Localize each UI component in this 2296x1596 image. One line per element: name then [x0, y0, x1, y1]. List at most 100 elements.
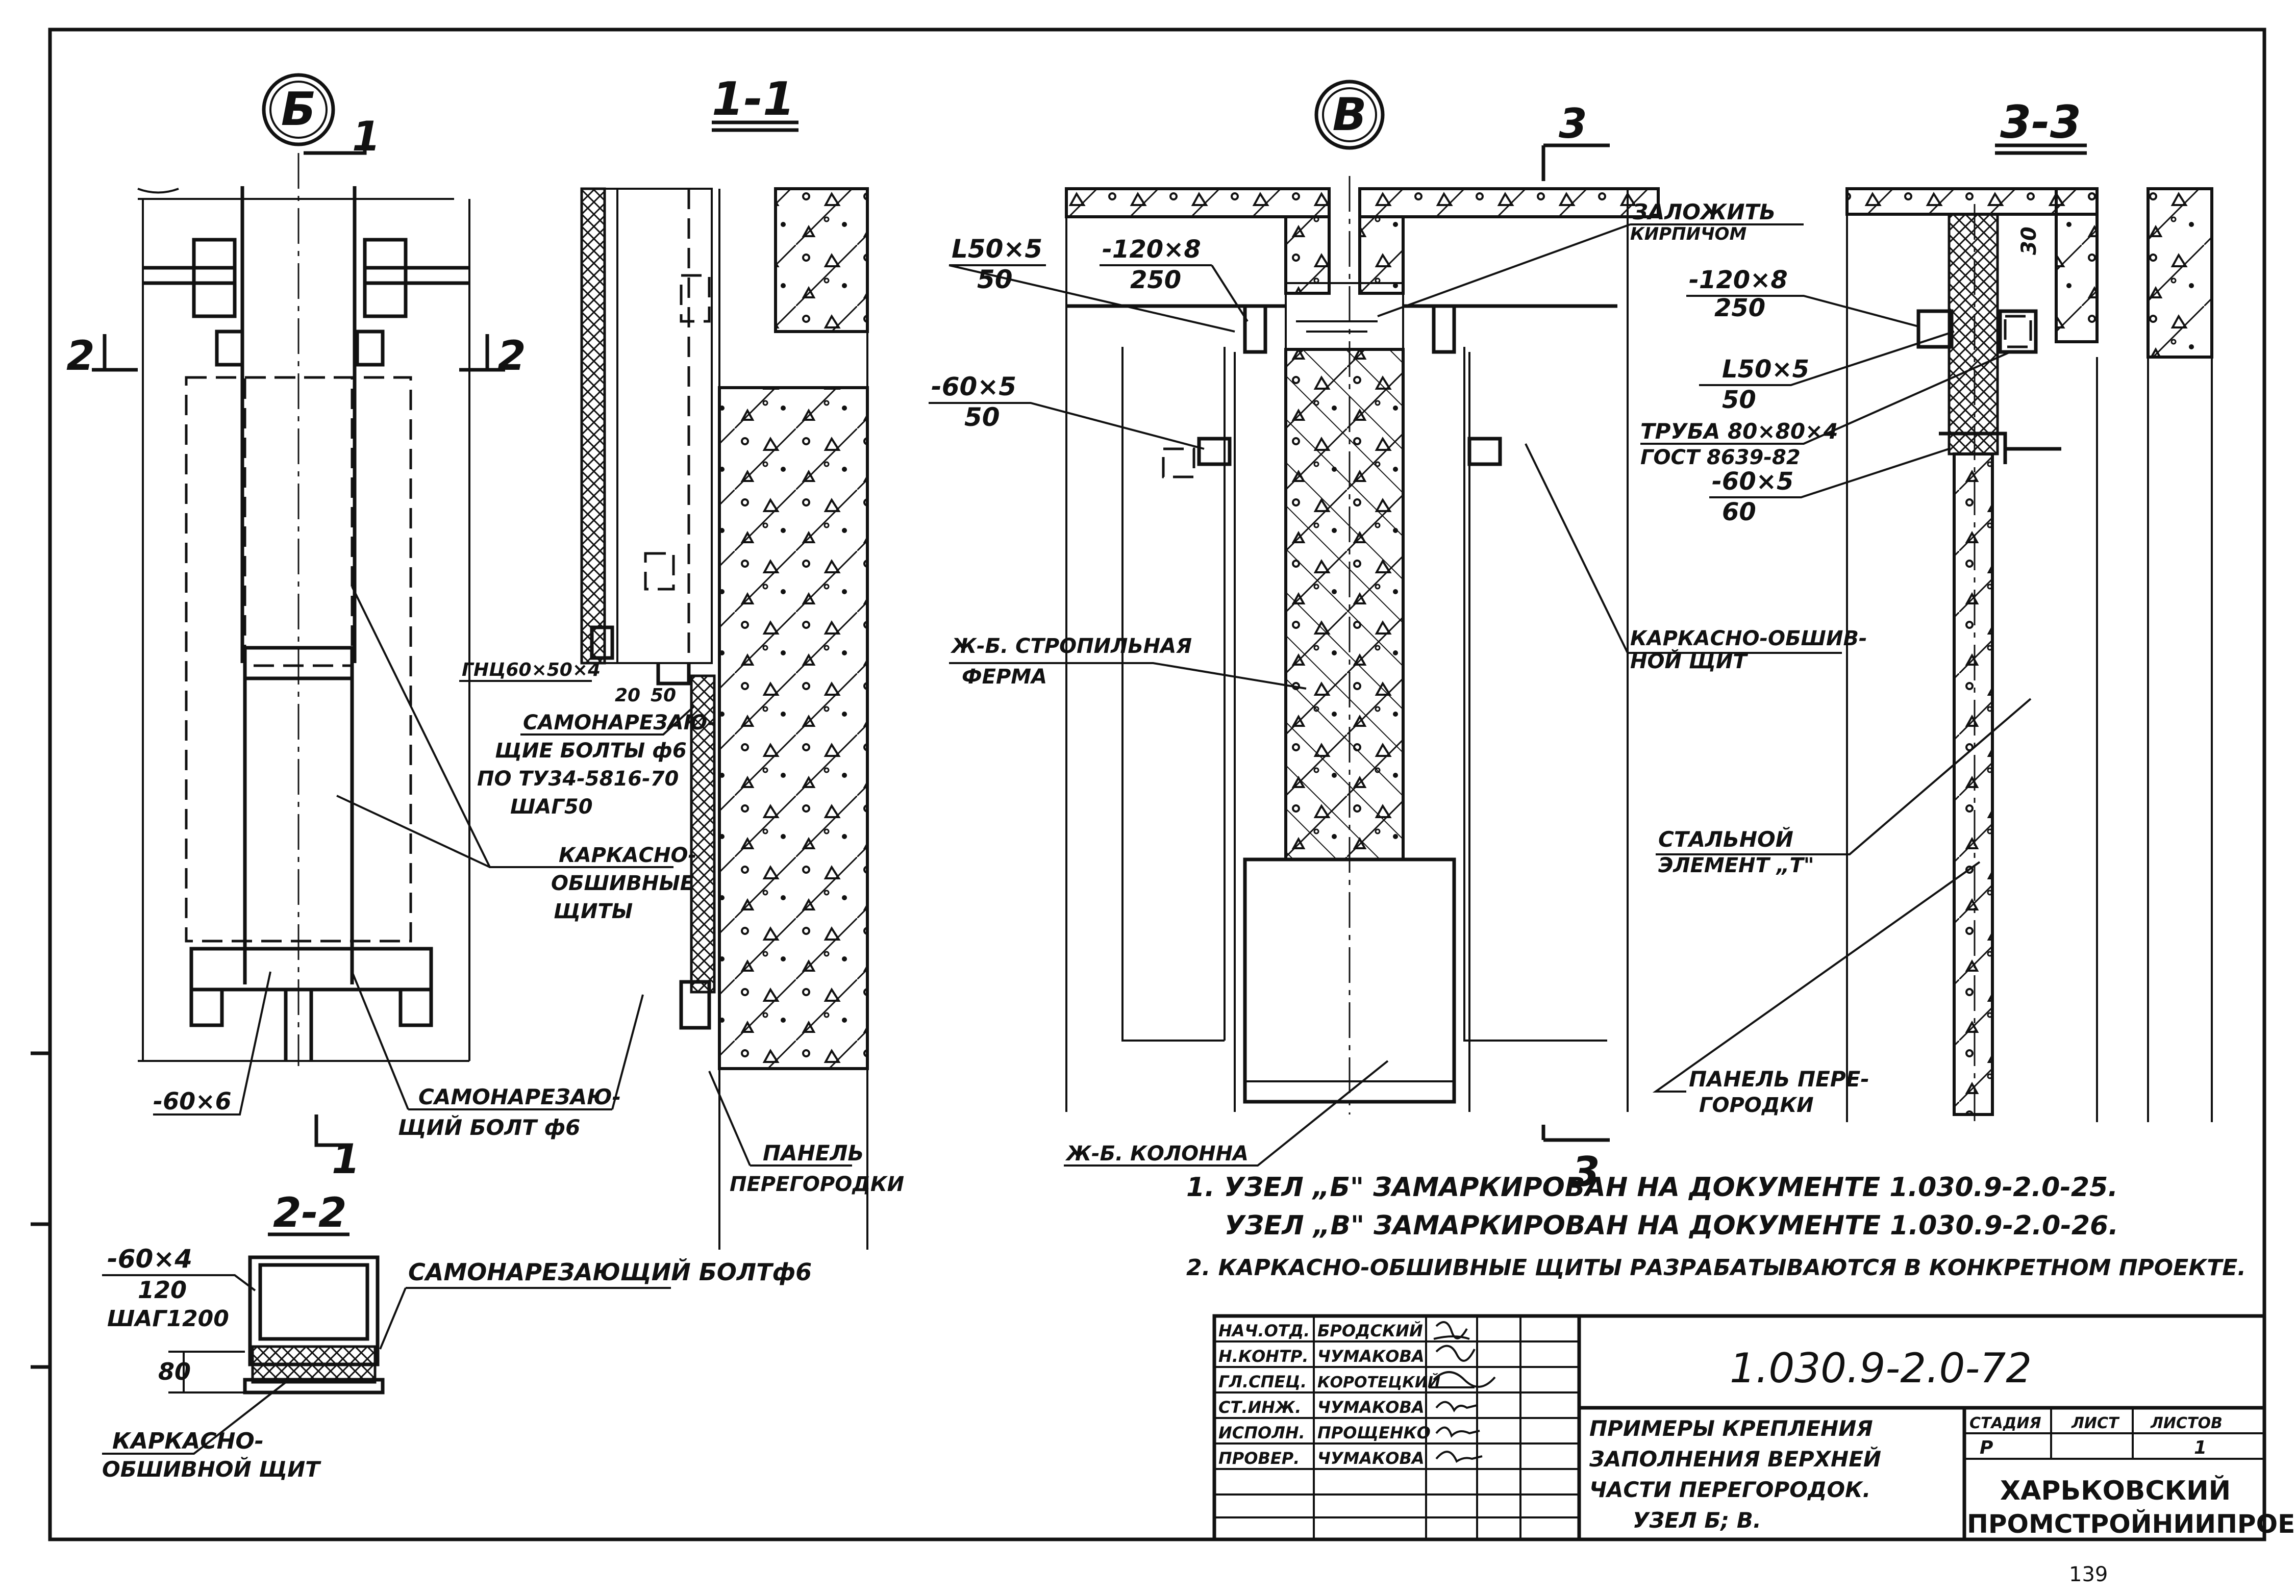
shield-22-label-line2: ОБШИВНОЙ ЩИТ — [102, 1456, 321, 1482]
dim-80-label: 80 — [158, 1358, 191, 1385]
signature-1 — [1433, 1321, 1470, 1340]
panel-33-label-line2: ГОРОДКИ — [1699, 1094, 1814, 1117]
truss-label-line2: ФЕРМА — [962, 665, 1047, 689]
panel-33-label-line1: ПАНЕЛЬ ПЕРЕ- — [1689, 1067, 1869, 1092]
angle-l50-label: L50×5 — [952, 234, 1042, 264]
cut-2-left-label: 2 — [66, 332, 95, 379]
tube-label-line2: ГОСТ 8639-82 — [1640, 446, 1801, 469]
stage-header: СТАДИЯ — [1969, 1414, 2041, 1432]
brick-label-line1: ЗАЛОЖИТЬ — [1632, 199, 1776, 224]
plate-60x4-label: -60×4 — [107, 1244, 192, 1274]
plate-60x5-label: -60×5 — [931, 372, 1016, 401]
org-name-line-1: ХАРЬКОВСКИЙ — [2000, 1475, 2231, 1506]
page-number: 139 — [2069, 1563, 2108, 1586]
node-b-labels: ГНЦ60×50×4 20 50 САМОНАРЕЗАЮ- ЩИЕ БОЛТЫ … — [153, 586, 904, 1196]
signature-4 — [1435, 1401, 1478, 1412]
plate-120x8-33-len-label: 250 — [1714, 294, 1765, 322]
sheets-value: 1 — [2194, 1437, 2207, 1458]
node-v-elevation: В 3 3 — [1065, 80, 1660, 1196]
general-notes: 1. УЗЕЛ „Б" ЗАМАРКИРОВАН НА ДОКУМЕНТЕ 1.… — [1186, 1172, 2246, 1281]
staff-name-3: КОРОТЕЦКИЙ — [1317, 1373, 1440, 1391]
angle-len-label: 50 — [977, 265, 1013, 294]
plate-60x6-label: -60×6 — [153, 1087, 232, 1115]
bolts-label-line3: ПО ТУ34-5816-70 — [477, 767, 679, 791]
node-b-marker: Б — [281, 83, 316, 136]
panel-label-line2: ПЕРЕГОРОДКИ — [730, 1173, 904, 1196]
title-line-4: УЗЕЛ Б; В. — [1633, 1508, 1761, 1533]
staff-role-3: ГЛ.СПЕЦ. — [1218, 1372, 1307, 1391]
cut-3-bottom-label: 3 — [1571, 1148, 1600, 1196]
sheet-frame — [31, 28, 2266, 1541]
staff-name-2: ЧУМАКОВА — [1317, 1347, 1425, 1366]
shields-label-line3: ЩИТЫ — [554, 900, 633, 923]
plate-60x5-len-label: 50 — [964, 402, 1000, 432]
plate-120x8-33-label: -120×8 — [1689, 266, 1788, 294]
panel-label-line1: ПАНЕЛЬ — [763, 1141, 864, 1166]
staff-name-4: ЧУМАКОВА — [1317, 1398, 1425, 1417]
plate-120x8-label: -120×8 — [1102, 235, 1201, 264]
title-line-2: ЗАПОЛНЕНИЯ ВЕРХНЕЙ — [1589, 1446, 1881, 1472]
dim-50-label: 50 — [651, 685, 676, 706]
gnu-profile-label: ГНЦ60×50×4 — [462, 660, 601, 680]
shields-label-line1: КАРКАСНО- — [559, 844, 696, 867]
title-line-3: ЧАСТИ ПЕРЕГОРОДОК. — [1589, 1477, 1870, 1502]
cut-3-top-label: 3 — [1559, 100, 1587, 147]
section-3-3-labels: -120×8 250 L50×5 50 ТРУБА 80×80×4 ГОСТ 8… — [1640, 266, 2032, 1117]
brick-label-line2: КИРПИЧОМ — [1630, 224, 1746, 244]
org-name-line-2: ПРОМСТРОЙНИИПРОЕКТ — [1967, 1509, 2296, 1539]
bolts-label-line1: САМОНАРЕЗАЮ- — [523, 711, 716, 734]
sheet-header: ЛИСТ — [2071, 1414, 2120, 1432]
node-v-labels: L50×5 50 -120×8 250 ЗАЛОЖИТЬ КИРПИЧОМ -6… — [929, 199, 1867, 1167]
signature-5 — [1435, 1426, 1480, 1438]
steel-element-label-line2: ЭЛЕМЕНТ „Т" — [1658, 854, 1814, 877]
title-line-1: ПРИМЕРЫ КРЕПЛЕНИЯ — [1589, 1416, 1873, 1441]
staff-role-1: НАЧ.ОТД. — [1218, 1321, 1310, 1340]
staff-role-2: Н.КОНТР. — [1218, 1347, 1309, 1366]
note-2: 2. КАРКАСНО-ОБШИВНЫЕ ЩИТЫ РАЗРАБАТЫВАЮТС… — [1186, 1255, 2246, 1281]
bolt-label-line2: ЩИЙ БОЛТ ф6 — [398, 1114, 580, 1140]
note-1: 1. УЗЕЛ „Б" ЗАМАРКИРОВАН НА ДОКУМЕНТЕ 1.… — [1186, 1172, 2118, 1203]
staff-role-6: ПРОВЕР. — [1218, 1449, 1300, 1468]
shields-label-line2: ОБШИВНЫЕ — [551, 872, 694, 895]
steel-element-label-line1: СТАЛЬНОЙ — [1658, 826, 1793, 852]
dim-20-label: 20 — [615, 685, 640, 706]
section-1-1-title: 1-1 — [712, 72, 795, 126]
plate-120x8-len-label: 250 — [1130, 266, 1181, 294]
doc-number: 1.030.9-2.0-72 — [1730, 1345, 2032, 1392]
plate-60x5-33-len-label: 60 — [1722, 498, 1756, 526]
cut-2-right-label: 2 — [497, 332, 526, 379]
signature-3 — [1429, 1371, 1496, 1388]
sheets-header: ЛИСТОВ — [2150, 1414, 2223, 1432]
column-label: Ж-Б. КОЛОННА — [1065, 1142, 1249, 1166]
plate-len-120-label: 120 — [138, 1276, 187, 1304]
staff-name-1: БРОДСКИЙ — [1317, 1321, 1423, 1340]
cut-1-top-label: 1 — [352, 113, 381, 160]
shield-22-label-line1: КАРКАСНО- — [112, 1428, 264, 1454]
tube-label-line1: ТРУБА 80×80×4 — [1640, 419, 1838, 444]
plate-60x5-33-label: -60×5 — [1712, 467, 1793, 496]
bolt-22-label: САМОНАРЕЗАЮЩИЙ БОЛТф6 — [408, 1258, 812, 1286]
node-v-marker: В — [1332, 88, 1366, 141]
angle-l50-33-label: L50×5 — [1722, 355, 1809, 384]
signature-2 — [1435, 1345, 1476, 1362]
section-3-3-title: 3-3 — [2000, 96, 2081, 148]
staff-name-5: ПРОЩЕНКО — [1317, 1423, 1431, 1442]
bolt-label-line1: САМОНАРЕЗАЮ- — [418, 1084, 621, 1109]
staff-role-5: ИСПОЛН. — [1218, 1423, 1305, 1442]
bolts-label-line2: ЩИЕ БОЛТЫ ф6 — [495, 739, 687, 763]
node-b-elevation: Б 1 1 2 2 — [66, 73, 526, 1183]
dim-30-label: 30 — [2017, 226, 2041, 255]
angle-len-33-label: 50 — [1722, 386, 1756, 414]
signature-6 — [1435, 1451, 1483, 1463]
section-2-2-title: 2-2 — [273, 1189, 347, 1236]
staff-name-6: ЧУМАКОВА — [1317, 1449, 1425, 1468]
section-1-1: 1-1 — [580, 72, 869, 1250]
section-3-3: 3-3 30 — [1845, 96, 2213, 1122]
staff-role-4: СТ.ИНЖ. — [1218, 1398, 1301, 1417]
shield-v-label-line1: КАРКАСНО-ОБШИВ- — [1630, 627, 1867, 650]
note-1b: УЗЕЛ „В" ЗАМАРКИРОВАН НА ДОКУМЕНТЕ 1.030… — [1225, 1210, 2118, 1241]
bolts-label-line4: ШАГ50 — [510, 795, 593, 819]
step-1200-label: ШАГ1200 — [107, 1306, 229, 1332]
truss-label-line1: Ж-Б. СТРОПИЛЬНАЯ — [950, 635, 1192, 658]
